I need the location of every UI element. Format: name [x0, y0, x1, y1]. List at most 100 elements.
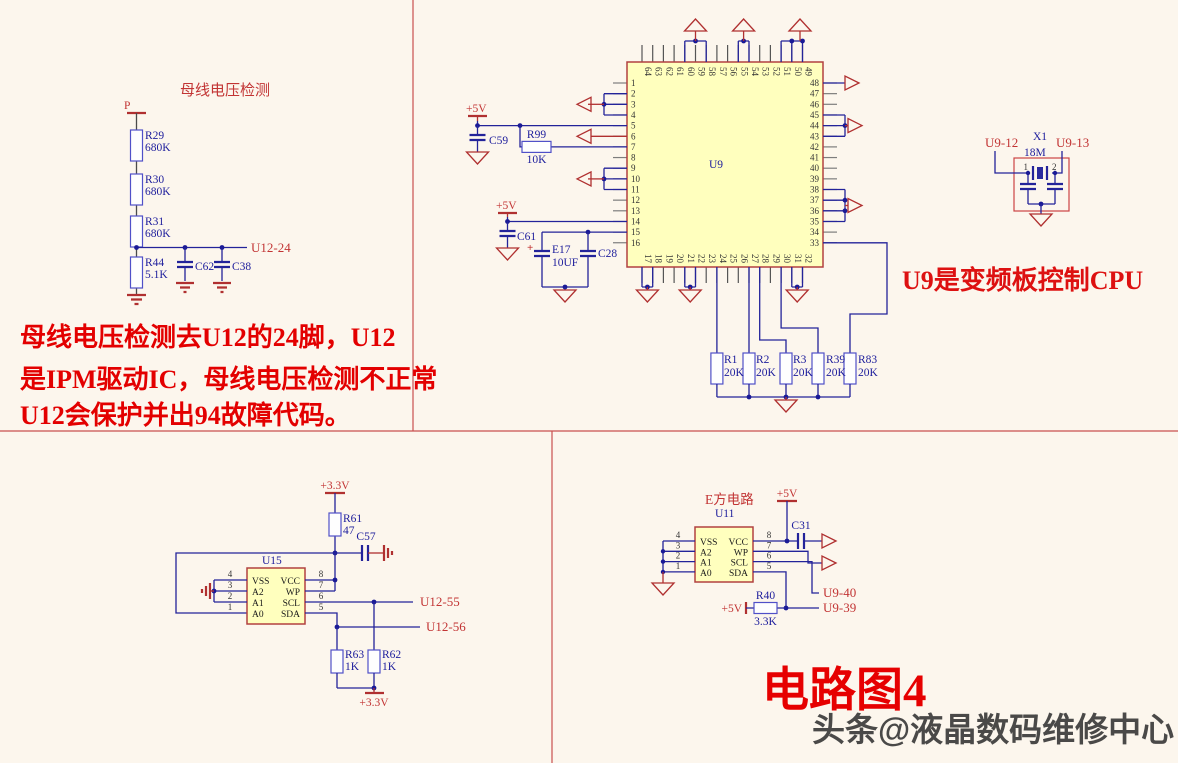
capacitor-c62: C62 — [177, 247, 214, 281]
left-arrow-icon — [575, 96, 592, 113]
u11-pin-number: 6 — [767, 551, 772, 561]
plus33v-label-bottom: +3.3V — [359, 697, 389, 709]
power-5v-c59-r99: +5V C59 R99 10K — [465, 103, 627, 166]
cpu-pin-number: 59 — [697, 67, 707, 77]
cpu-pin-number: 47 — [810, 89, 820, 99]
u11-pin-number: 4 — [676, 530, 681, 540]
u15-pin-number: 8 — [319, 569, 324, 579]
plus5v-label: +5V — [466, 103, 487, 115]
right-arrow-icon — [847, 117, 864, 134]
cpu-pin-number: 61 — [675, 67, 685, 76]
cpu-pin-number: 42 — [810, 142, 819, 152]
net-u12-55: U12-55 — [420, 594, 460, 609]
resistor-r63 — [330, 649, 344, 674]
cpu-pin-number: 43 — [810, 131, 820, 141]
u11-pin-label: VCC — [728, 538, 748, 548]
resistor-r44 — [129, 256, 144, 289]
c28-label: C28 — [598, 248, 617, 260]
cpu-pin-number: 37 — [810, 195, 820, 205]
u11-pin-label: WP — [734, 548, 748, 558]
cpu-pin-number: 63 — [654, 67, 664, 77]
u11-section-title: E方电路 — [705, 492, 754, 507]
crystal-icon — [1031, 166, 1049, 180]
crystal-section: U9-12 U9-13 X1 18M 1 2 — [985, 131, 1089, 227]
left-arrow-icon — [575, 128, 592, 145]
r3-ref: R3 — [793, 354, 807, 366]
cpu-pin-number: 33 — [810, 238, 820, 248]
ground-icon — [677, 289, 703, 303]
cpu-pin-number: 27 — [750, 254, 760, 264]
cpu-pin-number: 29 — [771, 254, 781, 264]
cpu-caption: U9是变频板控制CPU — [902, 265, 1143, 295]
resistor-r31 — [129, 215, 144, 248]
resistor-r99 — [521, 140, 552, 153]
x1-pin1: 1 — [1024, 162, 1029, 172]
r40-val: 3.3K — [754, 616, 777, 628]
cpu-pin-number: 31 — [793, 254, 803, 263]
plus5v-label: +5V — [496, 200, 517, 212]
right-arrow-icon — [821, 554, 838, 572]
u15-pin-label: SDA — [281, 610, 300, 620]
r1-val: 20K — [724, 367, 745, 379]
cpu-pin-number: 57 — [718, 67, 728, 77]
u11-ref: U11 — [715, 508, 735, 520]
x1-ref: X1 — [1033, 131, 1047, 143]
r2-val: 20K — [756, 367, 777, 379]
note-line-1: 母线电压检测去U12的24脚，U12 — [20, 322, 396, 352]
r30-val: 680K — [145, 186, 171, 198]
up-arrow-icon — [731, 18, 757, 32]
u15-pin-label: A1 — [252, 599, 264, 609]
u15-pin-number: 2 — [228, 591, 233, 601]
pull-resistors: R1 20K R2 20K R3 20K R39 20K R83 20K — [710, 267, 879, 413]
u15-pin-label: SCL — [283, 599, 301, 609]
cpu-pin-number: 52 — [771, 67, 781, 76]
cpu-pin-number: 39 — [810, 174, 820, 184]
r29-val: 680K — [145, 142, 171, 154]
cpu-chip-body — [626, 61, 824, 268]
net-u9-13: U9-13 — [1056, 135, 1089, 150]
resistor-r61 — [328, 512, 342, 537]
cpu-pin-number: 23 — [707, 254, 717, 264]
u11-pin-number: 8 — [767, 530, 772, 540]
cpu-ref: U9 — [709, 159, 723, 171]
cpu-pin-number: 56 — [729, 67, 739, 77]
u11-pin-number: 2 — [676, 551, 681, 561]
u15-pin-number: 5 — [319, 602, 324, 612]
ground-icon — [773, 399, 799, 413]
x1-pin2: 2 — [1052, 162, 1057, 172]
cpu-pin-number: 1 — [631, 78, 636, 88]
r1-ref: R1 — [724, 354, 738, 366]
plus5v-label-r40: +5V — [721, 603, 742, 615]
cpu-pin-number: 26 — [739, 254, 749, 264]
u15-pin-number: 3 — [228, 580, 233, 590]
r3-val: 20K — [793, 367, 814, 379]
right-connectors — [823, 74, 888, 353]
cpu-pin-number: 40 — [810, 163, 820, 173]
r99-val: 10K — [527, 154, 548, 166]
cpu-pin-number: 41 — [810, 153, 819, 163]
power-5v-c61-e17-c28: +5V C61 + E17 10UF C28 — [495, 200, 627, 303]
u15-pin-label: VCC — [280, 577, 300, 587]
u11-pin-number: 5 — [767, 561, 772, 571]
r39-ref: R39 — [826, 354, 845, 366]
ground-icon — [382, 545, 394, 561]
c57-label: C57 — [356, 531, 375, 543]
cpu-pin-number: 2 — [631, 89, 636, 99]
u15-pin-label: A2 — [252, 588, 264, 598]
plus5v-label: +5V — [777, 488, 798, 500]
u11-pin-label: SCL — [731, 559, 749, 569]
u11-pin-label: A1 — [700, 559, 712, 569]
u11-pin-number: 7 — [767, 540, 772, 550]
left-connector-pins9-11 — [575, 167, 627, 191]
cpu-pin-number: 64 — [643, 67, 653, 77]
cpu-pin-number: 10 — [631, 174, 641, 184]
figure-title: 电路图4 — [762, 665, 927, 717]
net-u9-40: U9-40 — [823, 585, 856, 600]
cpu-pin-number: 22 — [697, 254, 707, 263]
e17-polarity: + — [527, 242, 533, 254]
resistor-r39 — [811, 352, 825, 385]
bus-section-title: 母线电压检测 — [180, 82, 270, 99]
